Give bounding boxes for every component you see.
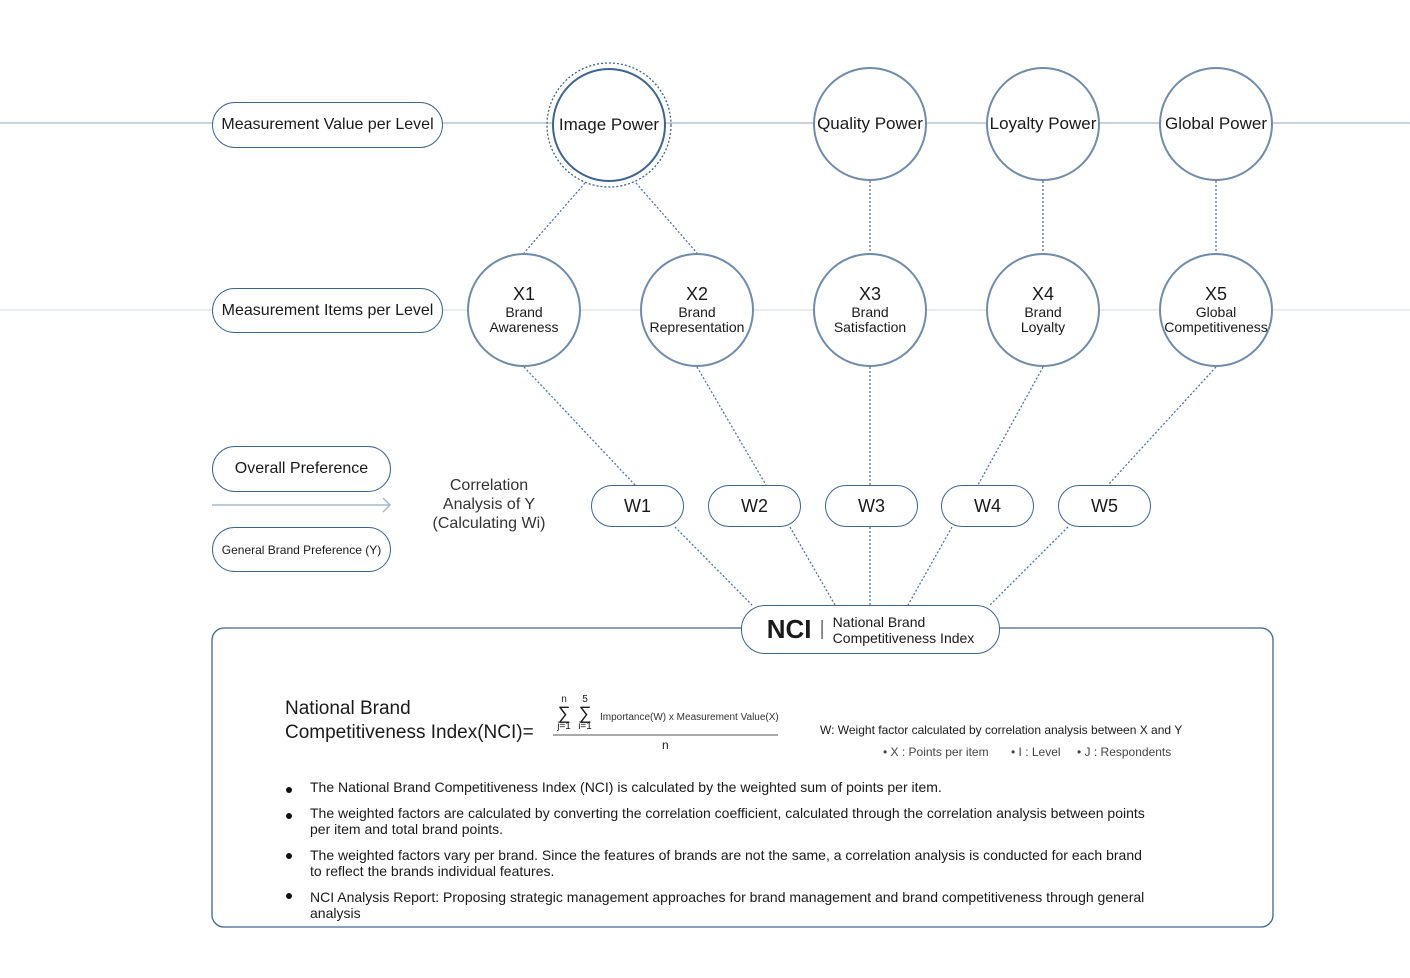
node-label: Global Power <box>1164 113 1268 133</box>
item-label: Brand <box>505 303 543 320</box>
weight-w2: W2 <box>708 485 801 527</box>
item-code: X2 <box>685 283 709 304</box>
item-code: X3 <box>858 283 882 304</box>
bullet-item: The weighted factors vary per brand. Sin… <box>286 847 1156 879</box>
item-label: Global <box>1195 303 1237 320</box>
bullet-icon <box>286 853 292 859</box>
sum-upper: n <box>561 694 567 705</box>
sigma-icon: ∑ <box>557 703 571 723</box>
measurement-items-label: Measurement Items per Level <box>212 288 443 333</box>
node-label: Quality Power <box>817 113 923 133</box>
item-label: Competitiveness <box>1164 318 1268 335</box>
bullet-text: The weighted factors are calculated by c… <box>310 805 1145 837</box>
bullet-icon <box>286 813 292 819</box>
bullet-item: NCI Analysis Report: Proposing strategic… <box>286 889 1156 921</box>
text-line: Competitiveness Index <box>832 629 975 646</box>
formula-numerator: Importance(W) x Measurement Value(X) <box>600 712 779 723</box>
quality-power-node: Quality Power <box>813 67 927 181</box>
loyalty-power-node: Loyalty Power <box>986 67 1100 181</box>
weight-w5: W5 <box>1058 485 1151 527</box>
bullet-icon <box>286 787 292 793</box>
item-label: Brand <box>851 303 889 320</box>
legend-j: • J : Respondents <box>1077 745 1172 759</box>
text-line: (Calculating Wi) <box>432 515 546 532</box>
item-label: Loyalty <box>1020 318 1066 335</box>
sigma-icon: ∑ <box>578 703 592 723</box>
legend-i: • I : Level <box>1011 745 1061 759</box>
bullet-text: The weighted factors vary per brand. Sin… <box>310 847 1142 879</box>
image-power-node: Image Power <box>552 68 666 182</box>
overall-preference-label: Overall Preference <box>212 446 391 492</box>
item-label: Awareness <box>489 318 559 335</box>
sum-upper: 5 <box>582 694 588 705</box>
nci-abbr: NCI <box>766 614 812 644</box>
bullet-text: NCI Analysis Report: Proposing strategic… <box>310 889 1145 921</box>
weight-note: W: Weight factor calculated by correlati… <box>820 723 1183 737</box>
weight-w1: W1 <box>591 485 684 527</box>
measurement-value-label: Measurement Value per Level <box>212 102 443 148</box>
node-label: Image Power <box>558 114 660 134</box>
sum-lower: i=1 <box>578 721 592 732</box>
sum-lower: j=1 <box>557 721 571 732</box>
correlation-analysis-text: Correlation Analysis of Y (Calculating W… <box>420 476 558 533</box>
item-code: X4 <box>1031 283 1055 304</box>
formula-denominator: n <box>662 738 669 752</box>
text-line: Competitiveness Index(NCI)= <box>285 722 534 743</box>
sum-j: n∑j=1 <box>556 694 572 732</box>
item-code: X5 <box>1204 283 1228 304</box>
item-label: Satisfaction <box>833 318 907 335</box>
sum-i: 5∑i=1 <box>577 694 593 732</box>
text-line: Correlation <box>449 477 529 494</box>
bullet-text: The National Brand Competitiveness Index… <box>310 779 942 795</box>
text-line: National Brand <box>832 613 926 630</box>
weight-w4: W4 <box>941 485 1034 527</box>
text-line: Analysis of Y <box>442 496 536 513</box>
text-line: National Brand <box>285 698 411 719</box>
bullet-item: The weighted factors are calculated by c… <box>286 805 1156 837</box>
weight-w3: W3 <box>825 485 918 527</box>
separator: | <box>819 618 825 640</box>
global-power-node: Global Power <box>1159 67 1273 181</box>
legend-x: • X : Points per item <box>883 745 989 759</box>
formula-lhs: National Brand Competitiveness Index(NCI… <box>285 697 534 745</box>
item-code: X1 <box>512 283 536 304</box>
item-label: Brand <box>1024 303 1062 320</box>
general-brand-preference-label: General Brand Preference (Y) <box>212 527 391 572</box>
bullet-icon <box>286 893 292 899</box>
item-label: Brand <box>678 303 716 320</box>
bullet-item: The National Brand Competitiveness Index… <box>286 779 1156 795</box>
node-label: Loyalty Power <box>989 113 1097 133</box>
item-label: Representation <box>649 318 745 335</box>
